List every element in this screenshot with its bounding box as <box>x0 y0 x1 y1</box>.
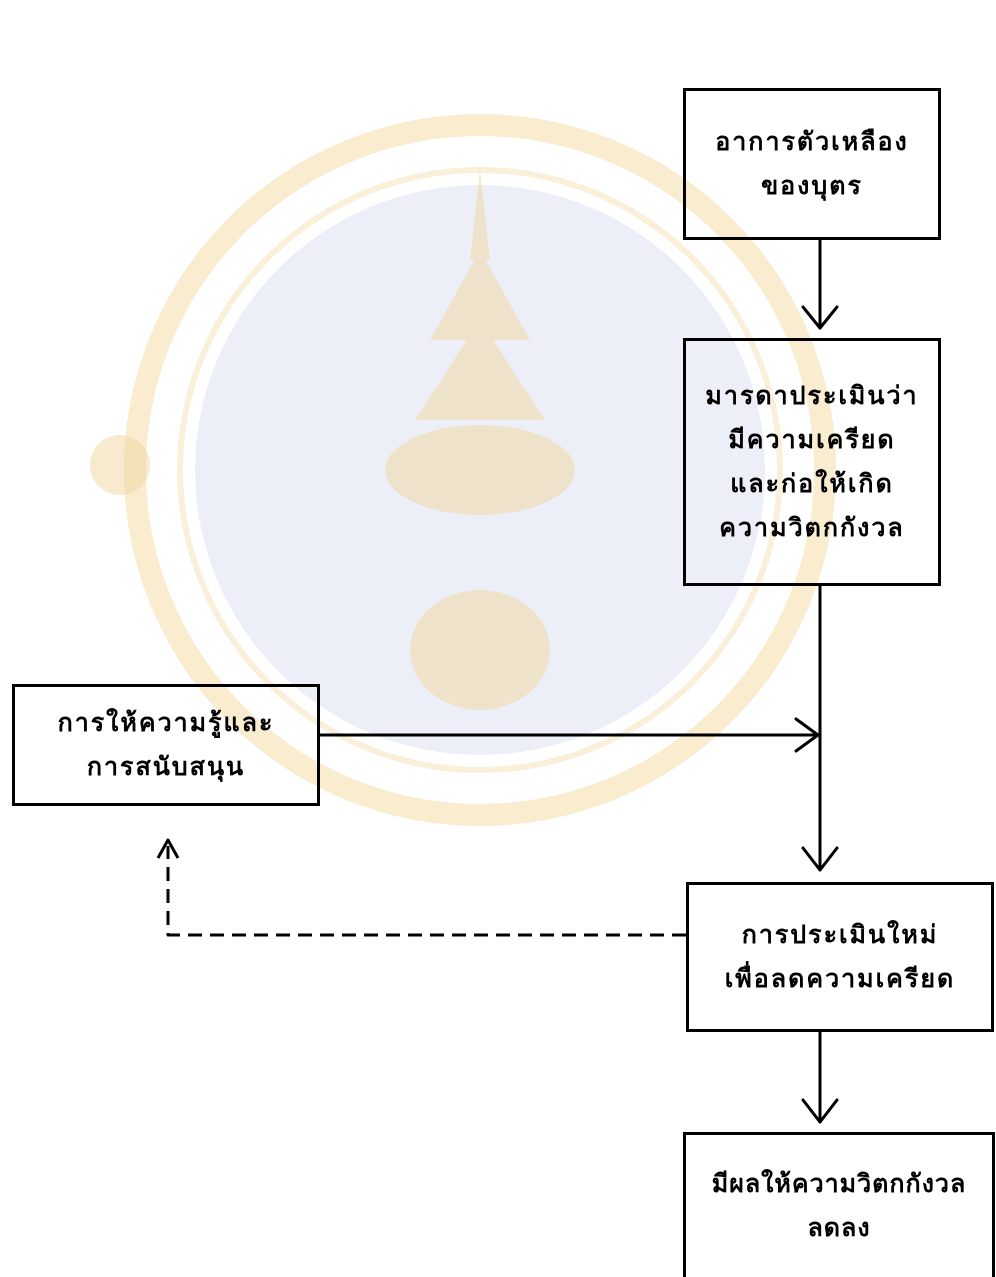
node-appraisal-line-1: มารดาประเมินว่า <box>705 381 919 410</box>
node-jaundice: อาการตัวเหลือง ของบุตร <box>683 88 941 240</box>
node-reappraisal: การประเมินใหม่ เพื่อลดความเครียด <box>686 882 994 1032</box>
node-jaundice-line-2: ของบุตร <box>761 171 863 200</box>
node-jaundice-line-1: อาการตัวเหลือง <box>715 127 909 156</box>
node-support: การให้ความรู้และ การสนับสนุน <box>12 684 320 806</box>
node-support-line-2: การสนับสนุน <box>86 752 246 781</box>
arrowhead-reappraisal-to-outcome <box>801 1098 839 1124</box>
node-support-line-1: การให้ความรู้และ <box>57 708 275 737</box>
node-reappraisal-line-2: เพื่อลดความเครียด <box>724 964 956 993</box>
arrowhead-reappraisal-to-support <box>156 838 180 859</box>
node-outcome-line-2: ลดลง <box>807 1213 871 1242</box>
arrowhead-support-to-connector <box>794 717 820 753</box>
node-outcome: มีผลให้ความวิตกกังวล ลดลง <box>683 1132 995 1277</box>
node-appraisal-line-2: มีความเครียด <box>728 425 896 454</box>
node-appraisal: มารดาประเมินว่า มีความเครียด และก่อให้เก… <box>683 338 941 586</box>
node-reappraisal-line-1: การประเมินใหม่ <box>741 920 939 949</box>
edge-reappraisal-to-support-dashed <box>166 846 686 937</box>
node-appraisal-line-3: และก่อให้เกิด <box>730 469 894 498</box>
arrowhead-appraisal-to-reappraisal <box>801 846 839 872</box>
node-appraisal-line-4: ความวิตกกังวล <box>719 513 905 542</box>
node-outcome-line-1: มีผลให้ความวิตกกังวล <box>711 1169 967 1198</box>
arrowhead-jaundice-to-appraisal <box>801 305 839 330</box>
